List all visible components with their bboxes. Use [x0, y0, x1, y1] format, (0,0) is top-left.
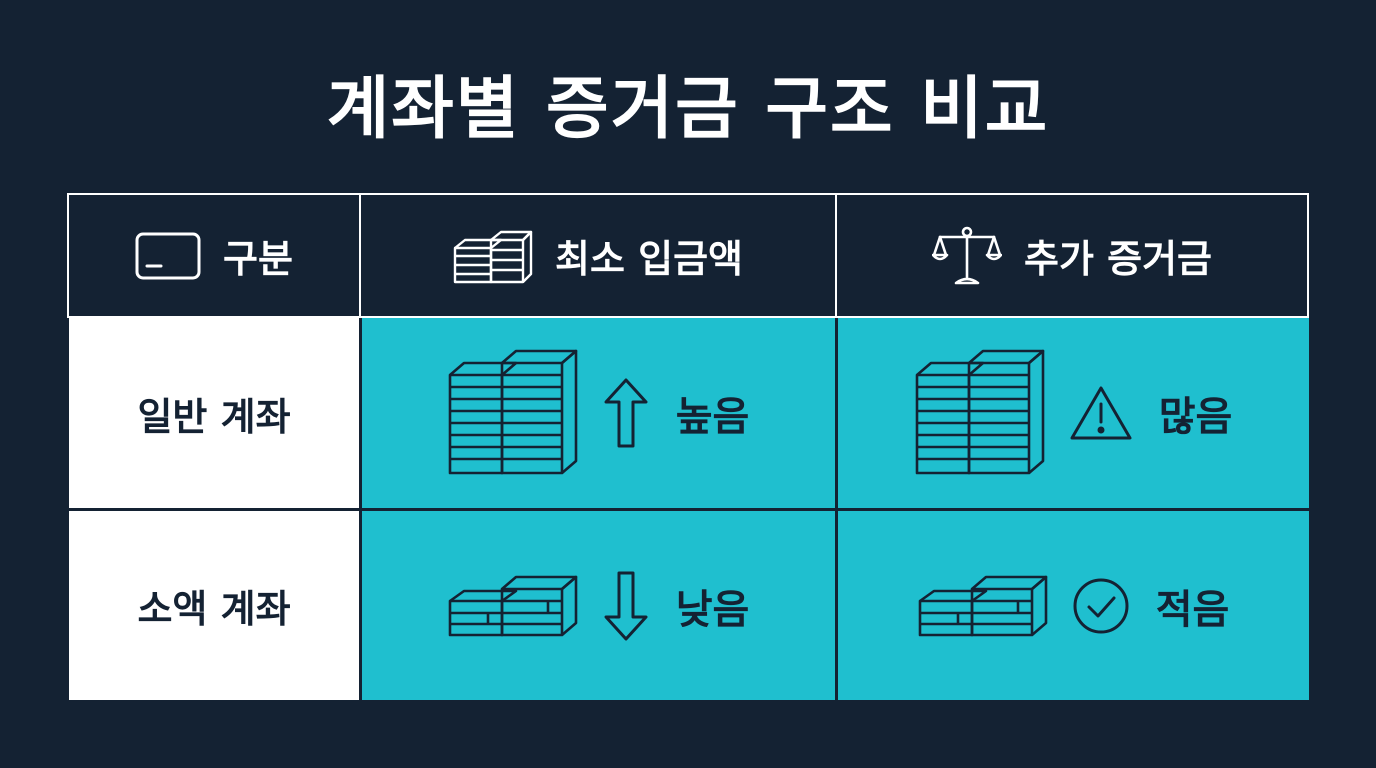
header-min-deposit: 최소 입금액	[359, 193, 837, 318]
additional-margin-value: 적음	[1155, 586, 1230, 633]
header-category-label: 구분	[223, 237, 293, 281]
min-deposit-value: 낮음	[675, 586, 750, 633]
balance-scale-icon	[931, 225, 1002, 287]
row-label-general: 일반 계좌	[69, 318, 359, 508]
short-money-stack-icon	[448, 573, 580, 639]
arrow-down-icon	[602, 570, 650, 642]
card-icon	[135, 232, 201, 280]
page-title: 계좌별 증거금 구조 비교	[326, 70, 1050, 149]
min-deposit-mini: 낮음	[362, 511, 835, 700]
additional-margin-general: 많음	[838, 318, 1309, 508]
additional-margin-mini: 적음	[838, 511, 1309, 700]
account-name: 소액 계좌	[137, 587, 291, 631]
account-name: 일반 계좌	[137, 394, 291, 439]
header-category: 구분	[67, 193, 361, 318]
min-deposit-value: 높음	[675, 394, 750, 440]
header-additional-margin: 추가 증거금	[835, 193, 1309, 318]
row-label-mini: 소액 계좌	[69, 511, 359, 700]
short-money-stack-icon	[918, 573, 1050, 639]
arrow-up-icon	[602, 377, 650, 449]
tall-money-stack-icon	[915, 349, 1047, 477]
additional-margin-value: 많음	[1158, 394, 1233, 440]
tall-money-stack-icon	[448, 349, 580, 477]
check-circle-icon	[1072, 577, 1130, 635]
warning-triangle-icon	[1069, 384, 1133, 442]
min-deposit-general: 높음	[362, 318, 835, 508]
comparison-table: 구분 최소 입금액	[67, 193, 1309, 701]
header-additional-margin-label: 추가 증거금	[1023, 237, 1213, 281]
header-min-deposit-label: 최소 입금액	[554, 237, 744, 281]
stacked-money-icon	[453, 226, 533, 286]
